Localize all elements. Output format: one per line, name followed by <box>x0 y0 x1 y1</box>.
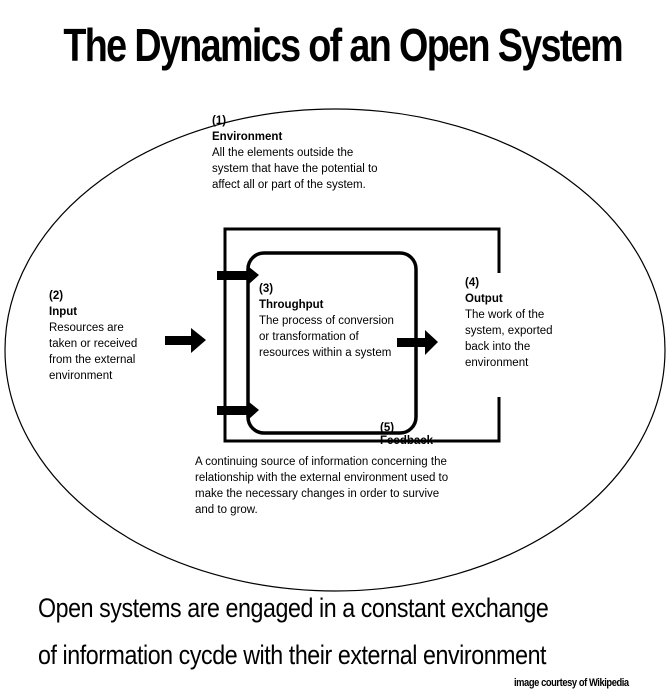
feedback-arrow-top <box>217 267 259 284</box>
page-title: The Dynamics of an Open System <box>63 19 623 71</box>
output-label: (4) Output The work of the system, expor… <box>465 275 565 371</box>
output-arrow <box>397 330 438 355</box>
environment-ellipse <box>4 108 666 592</box>
feedback-heading: (5) Feedback <box>380 420 433 449</box>
input-arrow <box>165 328 206 353</box>
caption-line-1: Open systems are engaged in a constant e… <box>38 593 549 623</box>
throughput-label: (3) Throughput The process of conversion… <box>259 281 399 361</box>
output-text: The work of the system, exported back in… <box>465 309 553 369</box>
environment-text: All the elements outside the system that… <box>212 147 378 191</box>
caption-line-2: of information cycde with their external… <box>38 640 547 670</box>
input-number: (2) <box>49 290 64 302</box>
input-label: (2) Input Resources are taken or receive… <box>49 288 144 384</box>
environment-number: (1) <box>212 115 227 127</box>
output-number: (4) <box>465 277 480 289</box>
feedback-loop <box>223 227 501 443</box>
feedback-arrow-bottom <box>217 402 259 419</box>
feedback-text: A continuing source of information conce… <box>195 456 449 516</box>
output-name: Output <box>465 293 503 305</box>
feedback-number: (5) <box>380 422 395 434</box>
environment-label: (1) Environment All the elements outside… <box>212 113 387 193</box>
throughput-name: Throughput <box>259 299 324 311</box>
input-text: Resources are taken or received from the… <box>49 322 138 382</box>
input-name: Input <box>49 306 78 318</box>
throughput-text: The process of conversion or transformat… <box>259 315 394 359</box>
feedback-name: Feedback <box>380 435 434 447</box>
throughput-number: (3) <box>259 283 274 295</box>
environment-name: Environment <box>212 131 283 143</box>
image-credit: image courtesy of Wikipedia <box>514 677 629 689</box>
